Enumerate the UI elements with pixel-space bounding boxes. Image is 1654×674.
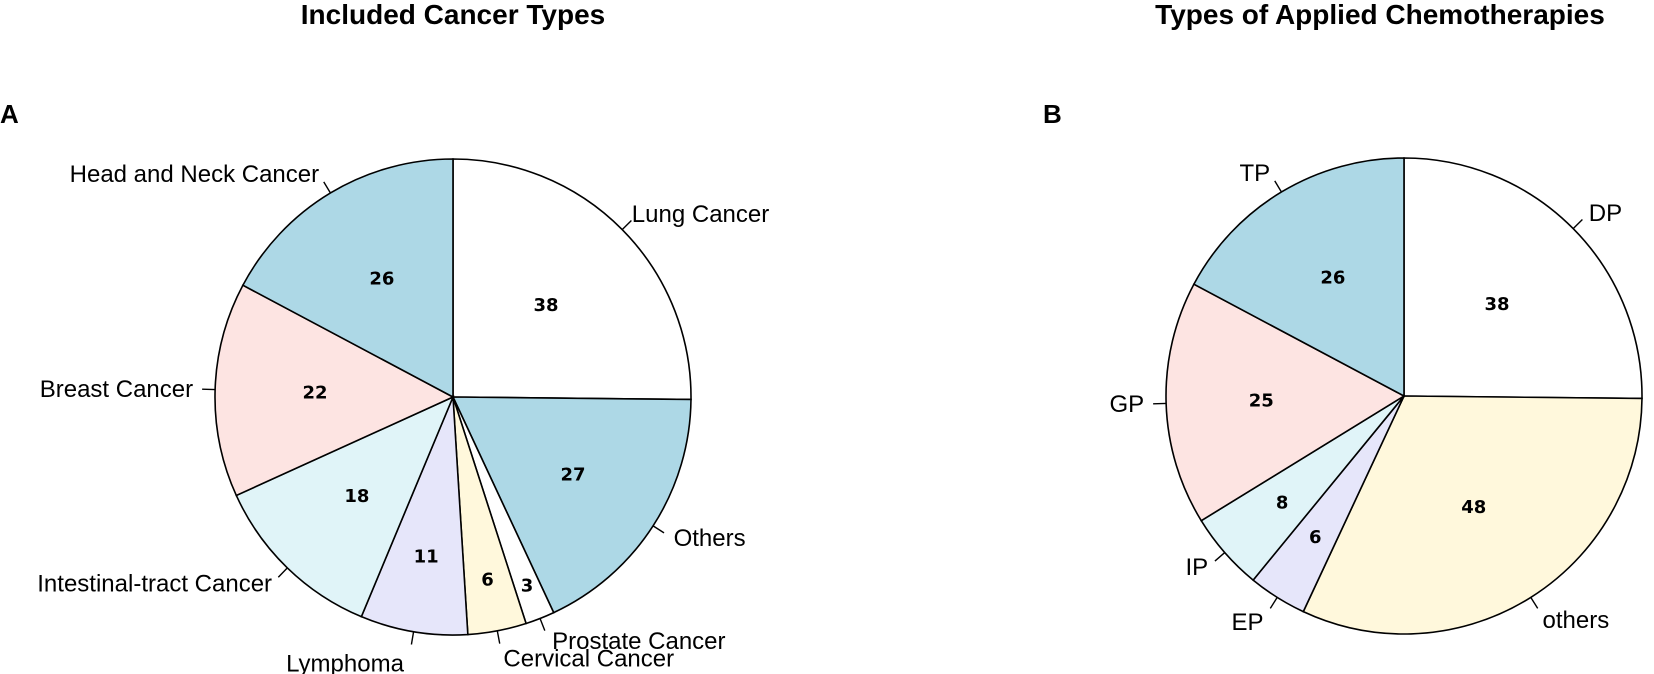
slice-label-gp: GP <box>1109 391 1144 418</box>
value-label-tp: 26 <box>1320 268 1345 289</box>
slice-label-others: others <box>1542 607 1609 634</box>
leader-line-ep <box>1269 597 1278 609</box>
leader-line-head-and-neck-cancer <box>323 181 332 194</box>
panel-b: Types of Applied Chemotherapies B 38 DP 48… <box>1043 0 1643 636</box>
panel-a-title: Included Cancer Types <box>301 0 605 30</box>
value-label-others: 27 <box>561 464 586 485</box>
slice-label-prostate-cancer: Prostate Cancer <box>552 628 725 655</box>
pie-slice-breast-cancer <box>214 284 455 497</box>
slice-label-head-and-neck-cancer: Head and Neck Cancer <box>70 161 319 188</box>
pie-slice-others <box>451 396 692 614</box>
slice-label-intestinal-tract-cancer: Intestinal-tract Cancer <box>37 571 272 598</box>
value-label-gp: 25 <box>1249 390 1274 411</box>
slice-label-lung-cancer: Lung Cancer <box>632 201 769 228</box>
leader-line-others <box>1530 597 1539 609</box>
value-label-lymphoma: 11 <box>414 547 439 568</box>
pie-slice-others <box>1302 395 1643 635</box>
leader-line-lung-cancer <box>621 219 632 231</box>
slice-label-ep: EP <box>1231 609 1263 636</box>
value-label-intestinal-tract-cancer: 18 <box>344 486 369 507</box>
pie-slice-head-and-neck-cancer <box>241 158 454 399</box>
pie-slice-dp <box>1403 157 1643 400</box>
leader-line-intestinal-tract-cancer <box>277 567 288 578</box>
slice-label-tp: TP <box>1239 160 1270 187</box>
slice-label-lymphoma: Lymphoma <box>286 650 404 674</box>
panel-b-pie: 38 DP 48 others 6EP 8IP 25 GP 26 TP <box>1109 157 1643 636</box>
slice-label-breast-cancer: Breast Cancer <box>40 376 193 403</box>
pie-slice-lung-cancer <box>452 158 692 401</box>
value-label-ip: 8 <box>1276 492 1289 513</box>
slice-label-cervical-cancer: Cervical Cancer <box>503 645 674 672</box>
panel-a-letter: A <box>0 99 19 129</box>
leader-line-ip <box>1214 552 1226 562</box>
leader-line-lymphoma <box>410 631 415 645</box>
leader-line-tp <box>1274 180 1283 193</box>
value-label-dp: 38 <box>1485 294 1510 315</box>
pie-slice-tp <box>1192 157 1405 398</box>
panel-b-letter: B <box>1043 99 1062 129</box>
value-label-cervical-cancer: 6 <box>481 569 494 590</box>
slice-label-others: Others <box>674 525 746 552</box>
value-label-lung-cancer: 38 <box>534 295 559 316</box>
leader-line-dp <box>1572 218 1583 230</box>
leader-line-others <box>652 525 665 534</box>
panel-a: Included Cancer Types A 38 Lung Cancer 27O… <box>0 0 769 674</box>
value-label-head-and-neck-cancer: 26 <box>369 269 394 290</box>
pie-slice-lymphoma <box>360 396 469 636</box>
value-label-prostate-cancer: 3 <box>521 575 534 596</box>
value-label-breast-cancer: 22 <box>302 383 327 404</box>
value-label-ep: 6 <box>1309 527 1322 548</box>
slice-label-ip: IP <box>1185 554 1208 581</box>
slice-label-dp: DP <box>1589 200 1622 227</box>
leader-line-cervical-cancer <box>496 630 501 644</box>
value-label-others: 48 <box>1461 497 1486 518</box>
panel-b-title: Types of Applied Chemotherapies <box>1155 0 1605 30</box>
leader-line-prostate-cancer <box>539 618 546 631</box>
